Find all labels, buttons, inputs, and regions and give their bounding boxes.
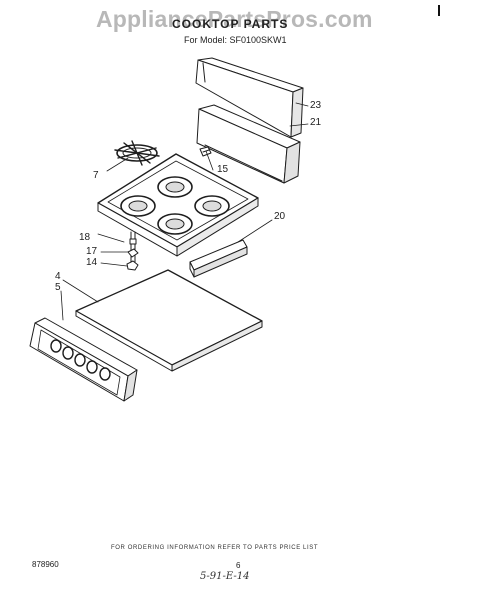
page-title: COOKTOP PARTS [172, 17, 289, 31]
callout-15: 15 [217, 164, 229, 175]
model-subtitle: For Model: SF0100SKW1 [184, 35, 287, 45]
corner-mark [438, 5, 440, 16]
document-number: 878960 [32, 560, 59, 569]
callout-18: 18 [79, 232, 91, 243]
part-21-backguard [197, 105, 300, 183]
callout-4: 4 [55, 271, 61, 282]
callout-5: 5 [55, 282, 61, 293]
part-20-panel [190, 240, 247, 277]
control-panel [30, 318, 137, 401]
callout-14: 14 [86, 257, 98, 268]
part-18-cooktop [98, 154, 258, 256]
watermark-text: AppliancePartsPros.com [96, 6, 373, 32]
callout-17: 17 [86, 246, 98, 257]
handwritten-code: 5-91-E-14 [200, 571, 250, 582]
ordering-note: FOR ORDERING INFORMATION REFER TO PARTS … [111, 545, 319, 551]
part-4-liner [76, 270, 262, 371]
part-7-grate [115, 141, 159, 165]
callout-7: 7 [93, 170, 99, 181]
part-15-clip [200, 147, 211, 156]
callout-23: 23 [310, 100, 322, 111]
callout-20: 20 [274, 211, 286, 222]
part-17-part-14-hardware [127, 232, 138, 270]
callout-21: 21 [310, 117, 322, 128]
page-number: 6 [236, 561, 241, 570]
callout-leaders [61, 103, 308, 320]
part-23-trim [196, 58, 303, 137]
